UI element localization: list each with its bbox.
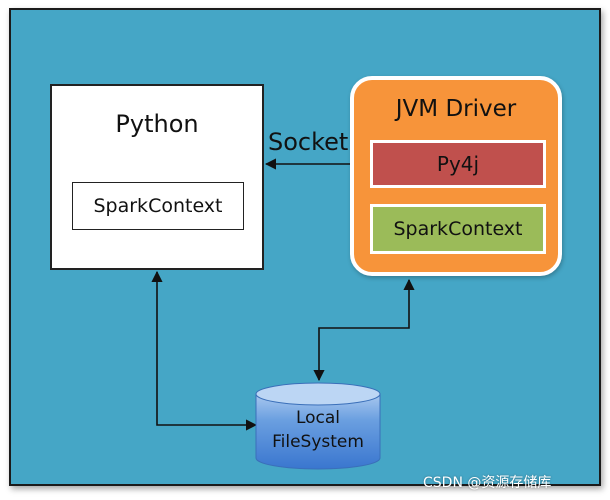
jvm-driver-title: JVM Driver xyxy=(395,96,517,122)
jvm-driver-box: JVM Driver Py4j SparkContext xyxy=(350,76,562,276)
python-storage-arrow xyxy=(151,270,258,431)
local-filesystem-line2: FileSystem xyxy=(272,432,364,452)
watermark: CSDN @资源存储库 xyxy=(423,475,552,491)
py4j-box: Py4j xyxy=(370,140,546,188)
jvm-storage-arrow xyxy=(313,278,415,382)
socket-label: Socket xyxy=(268,128,349,156)
jvm-spark-context: SparkContext xyxy=(370,204,546,254)
python-title: Python xyxy=(115,110,199,138)
local-filesystem-cylinder xyxy=(255,382,381,470)
local-filesystem-line1: Local xyxy=(295,408,341,428)
python-process-box: Python SparkContext xyxy=(50,84,264,270)
local-filesystem-label: Local FileSystem xyxy=(256,406,380,454)
python-spark-context: SparkContext xyxy=(72,182,244,230)
